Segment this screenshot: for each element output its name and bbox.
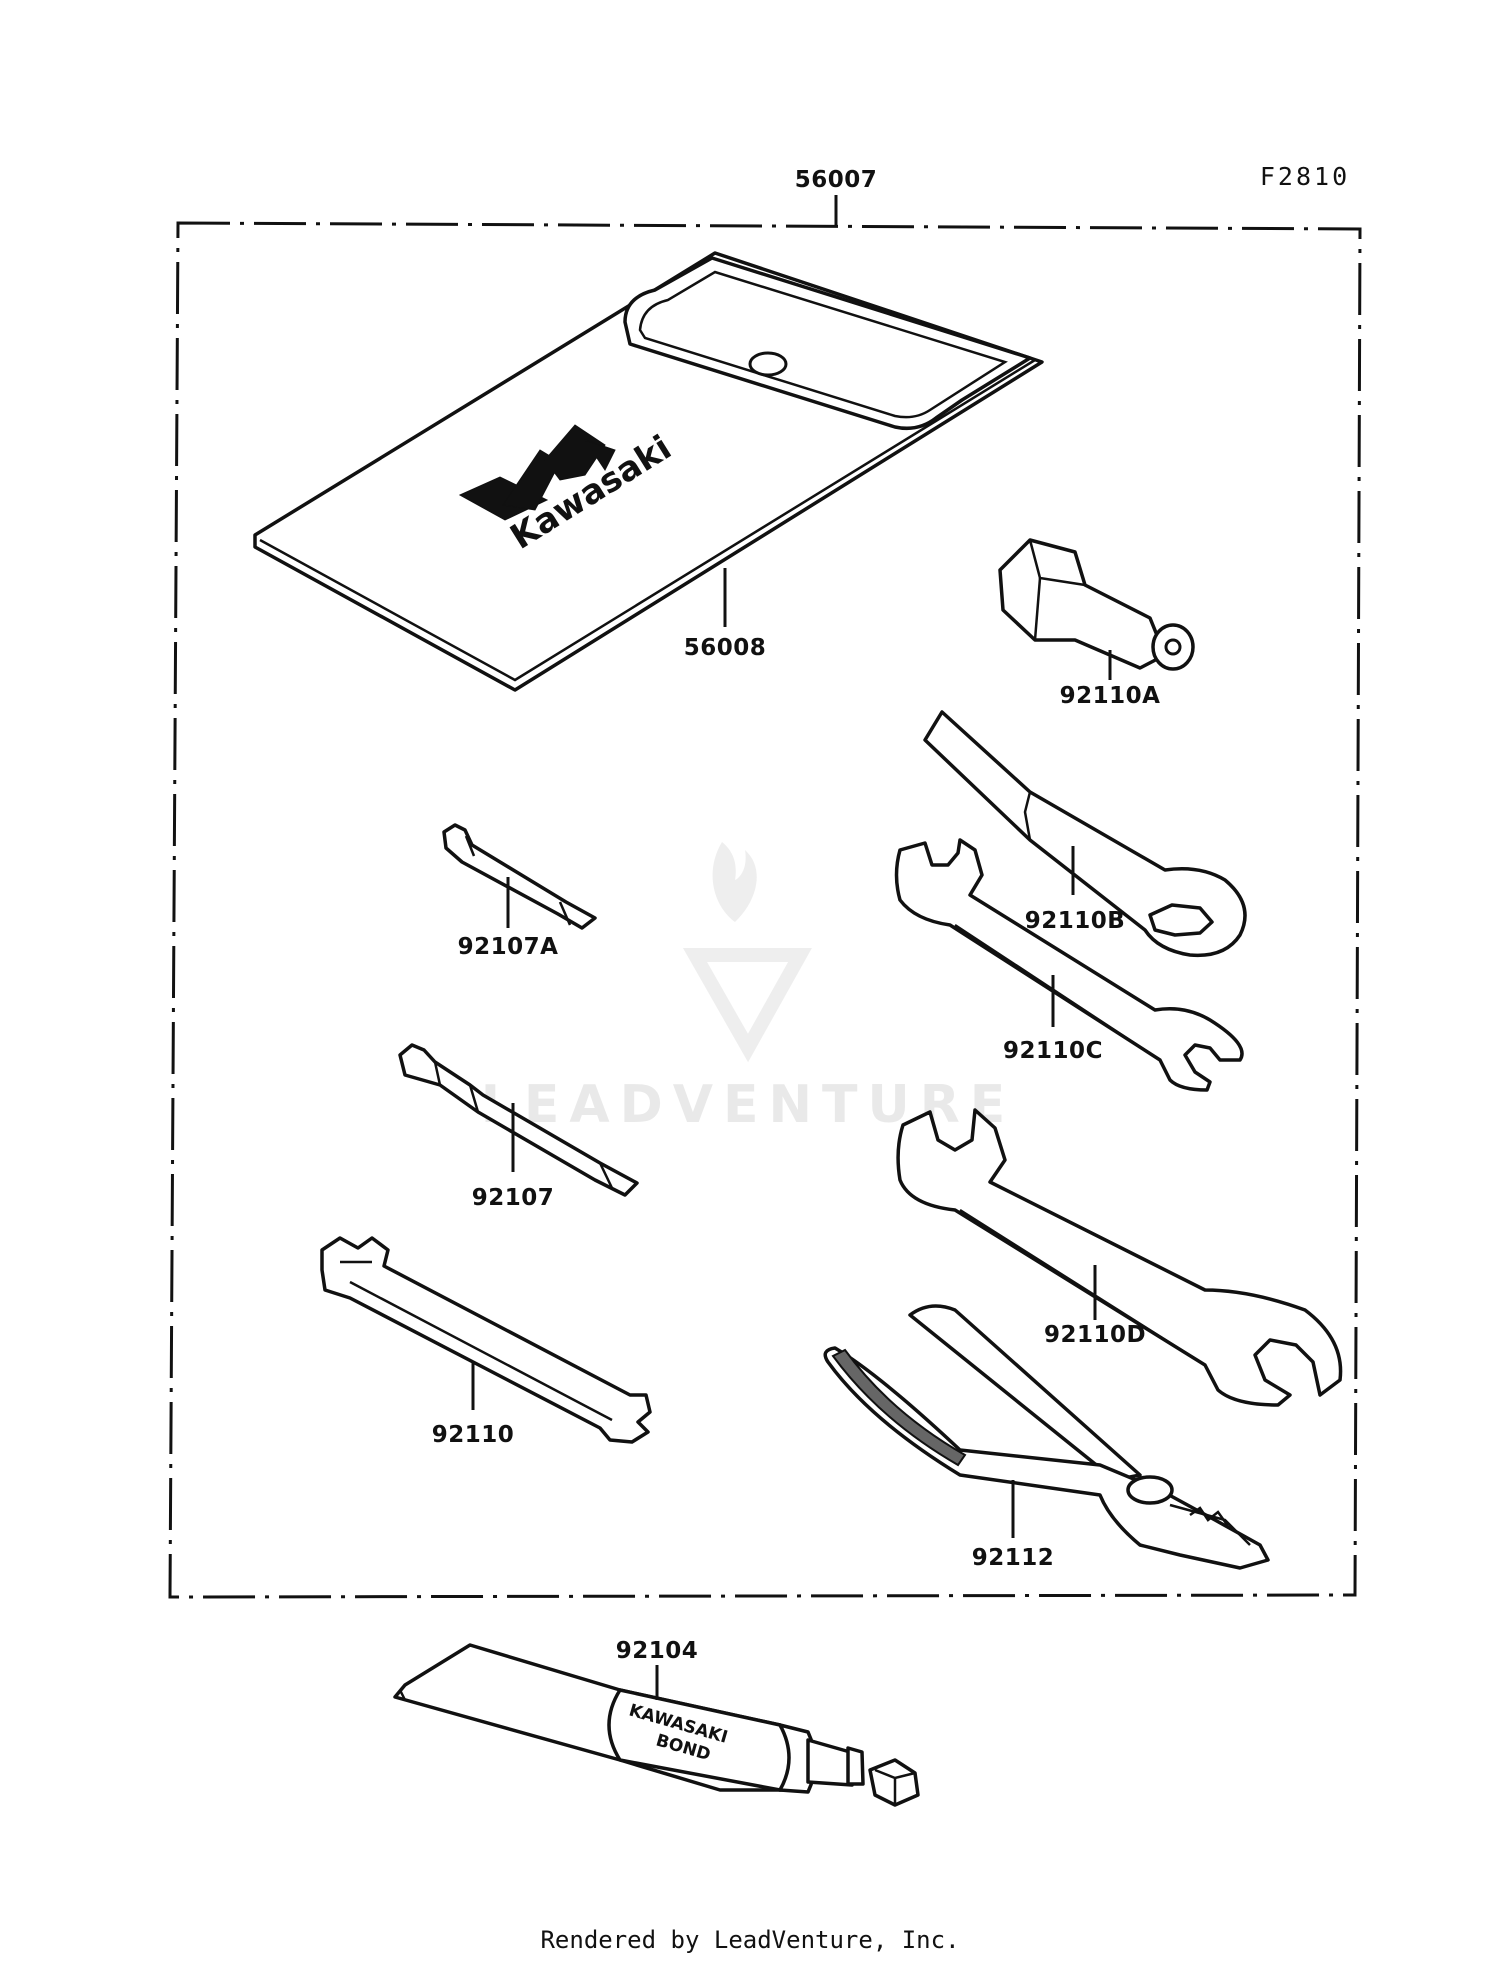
label-92110: 92110 (432, 1422, 515, 1448)
label-92110B: 92110B (1025, 908, 1126, 934)
socket-adapter (998, 538, 1195, 671)
open-end-wrench-small (894, 838, 1244, 1092)
ring-spanner (923, 710, 1247, 958)
pliers (823, 1304, 1270, 1570)
tool-bag: Kawasaki (253, 251, 1044, 692)
label-92112: 92112 (972, 1545, 1055, 1571)
figure-number: F2810 (1260, 162, 1350, 191)
label-92110D: 92110D (1044, 1322, 1146, 1348)
open-end-wrench-large (896, 1108, 1343, 1407)
label-92107: 92107 (472, 1185, 555, 1211)
kit-boundary-box (168, 195, 1362, 1599)
screwdriver-bit (442, 823, 597, 930)
label-56008: 56008 (684, 635, 767, 661)
label-92107A: 92107A (458, 934, 559, 960)
label-92110A: 92110A (1060, 683, 1161, 709)
kit-label: 56007 (795, 167, 878, 193)
screwdriver (398, 1043, 639, 1197)
bond-tube: KAWASAKI BOND (393, 1643, 920, 1807)
spoke-wrench (320, 1236, 652, 1444)
label-92110C: 92110C (1003, 1038, 1103, 1064)
label-92104: 92104 (616, 1638, 699, 1664)
footer-credit: Rendered by LeadVenture, Inc. (540, 1926, 959, 1954)
